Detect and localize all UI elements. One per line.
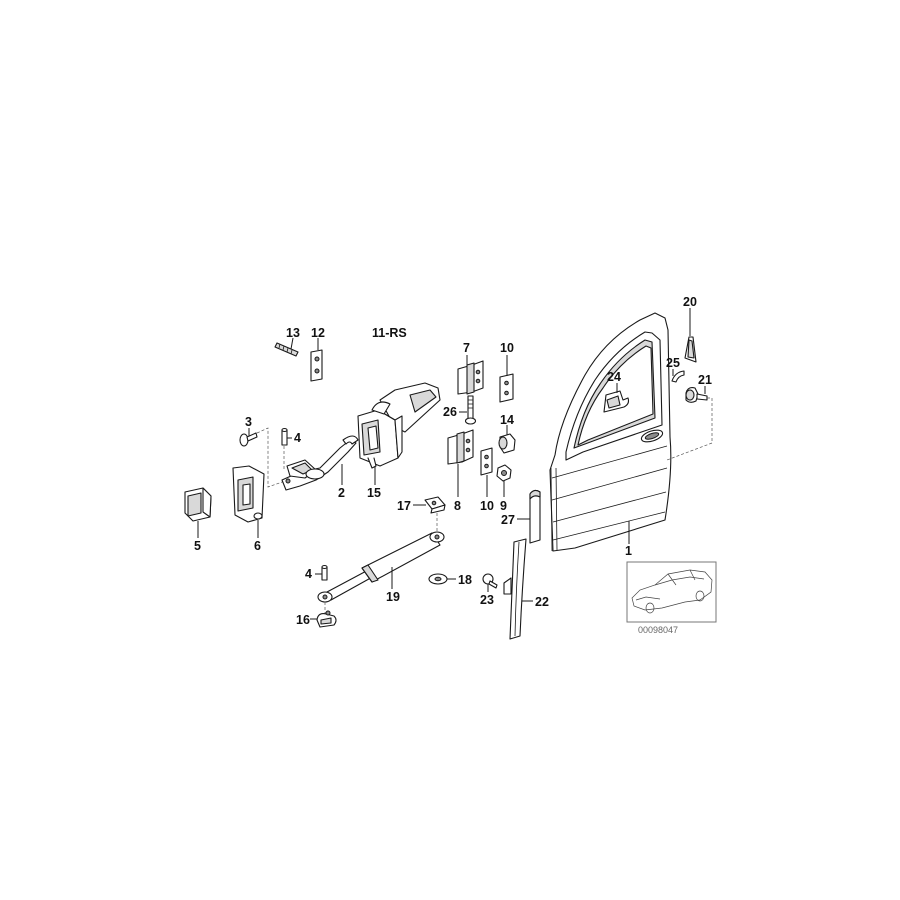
part-12-plate-icon[interactable]	[310, 349, 323, 382]
part-16-clip-icon[interactable]	[316, 610, 337, 628]
part-8-lower-hinge-icon[interactable]	[447, 429, 474, 465]
part-15-door-brake-housing-icon[interactable]	[357, 382, 441, 469]
part-10-shim-plate-upper-icon[interactable]	[499, 373, 514, 403]
callout-21[interactable]: 21	[698, 373, 712, 387]
callout-14[interactable]: 14	[500, 413, 514, 427]
car-outline-icon	[631, 569, 713, 614]
part-10-shim-plate-lower-icon[interactable]	[480, 447, 493, 476]
part-18-washer-icon[interactable]	[428, 573, 448, 585]
part-6-door-check-bracket-icon[interactable]	[232, 465, 265, 523]
callout-26[interactable]: 26	[443, 405, 457, 419]
callout-16[interactable]: 16	[296, 613, 310, 627]
callout-6[interactable]: 6	[254, 539, 261, 553]
part-23-screw-icon[interactable]	[482, 573, 498, 589]
callout-2[interactable]: 2	[338, 486, 345, 500]
callout-labels: 1 2 3 4 5 6 7 8 9 10 10 11-RS 12 13 14 1…	[194, 295, 712, 627]
reference-number: 00098047	[638, 625, 678, 635]
callout-4[interactable]: 4	[294, 431, 301, 445]
callout-13[interactable]: 13	[286, 326, 300, 340]
part-3-bolt-icon[interactable]	[239, 432, 258, 447]
callout-10-upper[interactable]: 10	[500, 341, 514, 355]
callout-7[interactable]: 7	[463, 341, 470, 355]
callout-25[interactable]: 25	[666, 356, 680, 370]
callout-8[interactable]: 8	[454, 499, 461, 513]
callout-11-rs[interactable]: 11-RS	[372, 326, 407, 340]
callout-1[interactable]: 1	[625, 544, 632, 558]
callout-12[interactable]: 12	[311, 326, 325, 340]
part-21-mirror-mount-screw-icon[interactable]	[685, 387, 708, 403]
part-17-clip-nut-icon[interactable]	[424, 496, 446, 514]
callout-19[interactable]: 19	[386, 590, 400, 604]
part-2-door-check-strap-icon[interactable]	[281, 435, 359, 491]
part-9-nut-icon[interactable]	[496, 464, 512, 482]
callout-22[interactable]: 22	[535, 595, 549, 609]
part-5-cover-cap-icon[interactable]	[184, 487, 212, 522]
part-4-pin-icon[interactable]	[281, 427, 288, 446]
callout-3[interactable]: 3	[245, 415, 252, 429]
callout-23[interactable]: 23	[480, 593, 494, 607]
part-20-triangle-cover-icon[interactable]	[684, 336, 697, 363]
part-1-door-shell-icon[interactable]	[549, 312, 672, 552]
part-7-upper-hinge-icon[interactable]	[457, 360, 484, 395]
callout-4-lower[interactable]: 4	[305, 567, 312, 581]
callout-15[interactable]: 15	[367, 486, 381, 500]
part-26-hinge-bolt-icon[interactable]	[464, 395, 477, 425]
vehicle-locator-thumbnail: 00098047	[626, 561, 717, 635]
callout-17[interactable]: 17	[397, 499, 411, 513]
callout-18[interactable]: 18	[458, 573, 472, 587]
callout-5[interactable]: 5	[194, 539, 201, 553]
part-19-gas-spring-icon[interactable]	[317, 531, 445, 603]
part-27-end-cap-icon[interactable]	[529, 489, 541, 544]
callout-20[interactable]: 20	[683, 295, 697, 309]
callout-10-lower[interactable]: 10	[480, 499, 494, 513]
part-24-mounting-bracket-icon[interactable]	[603, 390, 630, 413]
part-13-stud-icon[interactable]	[274, 342, 299, 357]
part-14-bushing-icon[interactable]	[498, 433, 516, 454]
part-4-pin-lower-icon[interactable]	[321, 564, 328, 581]
callout-27[interactable]: 27	[501, 513, 515, 527]
callout-9[interactable]: 9	[500, 499, 507, 513]
part-22-door-seal-trim-icon[interactable]	[503, 538, 527, 640]
callout-24[interactable]: 24	[607, 370, 621, 384]
part-25-grommet-icon[interactable]	[671, 370, 685, 383]
